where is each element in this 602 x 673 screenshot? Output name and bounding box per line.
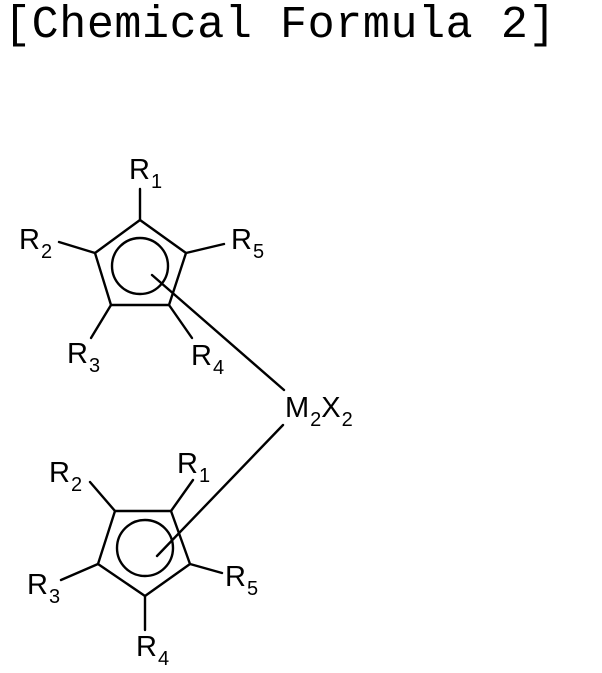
top-r3-symbol: R [67,338,88,370]
top-r5-label: R5 [231,224,264,264]
bottom-r4-subscript: 4 [157,648,170,670]
bottom-r5-symbol: R [225,561,246,593]
top-r3-label: R3 [67,338,100,378]
bottom-bond-r5 [188,562,224,575]
bottom-r2-label: R2 [49,457,82,497]
top-r4-subscript: 4 [212,357,225,379]
bottom-r5-subscript: 5 [246,578,259,600]
bottom-r1-symbol: R [177,448,198,480]
top-ring-pentagon [93,218,188,307]
bottom-ring-metal-bond [155,423,285,558]
metal-symbol: M [285,392,310,424]
top-r5-subscript: 5 [252,241,265,263]
formula-title: [Chemical Formula 2] [4,0,557,51]
bottom-ring-aromatic-circle [115,518,175,578]
top-ring-metal-bond [150,273,286,392]
bottom-r1-label: R1 [177,448,210,488]
bottom-r5-label: R5 [225,561,258,601]
bottom-r4-label: R4 [136,631,169,671]
top-r1-label: R1 [129,154,162,194]
top-ring [57,187,226,340]
bottom-ring [59,478,224,632]
bottom-bond-r2 [88,480,117,513]
ligand-symbol: X [321,392,341,424]
top-r2-symbol: R [19,224,40,256]
bottom-r2-subscript: 2 [70,474,83,496]
top-r1-subscript: 1 [150,171,163,193]
top-r2-subscript: 2 [40,241,53,263]
metal-center-label: M2X2 [285,392,353,432]
bottom-r3-symbol: R [27,569,48,601]
top-bond-r3 [89,303,113,340]
top-ring-aromatic-circle [110,236,170,296]
bottom-r3-label: R3 [27,569,60,609]
top-r3-subscript: 3 [88,355,101,377]
bottom-bond-r3 [59,562,100,582]
top-r2-label: R2 [19,224,52,264]
bottom-r4-symbol: R [136,631,157,663]
bottom-r2-symbol: R [49,457,70,489]
bottom-r3-subscript: 3 [48,586,61,608]
top-bond-r2 [57,240,97,255]
top-bond-r5 [184,242,226,255]
bottom-r1-subscript: 1 [198,465,211,487]
ligand-subscript: 2 [341,409,353,431]
top-bond-r4 [167,303,194,340]
top-r4-label: R4 [191,340,224,380]
top-r4-symbol: R [191,340,212,372]
top-r1-symbol: R [129,154,150,186]
bottom-ring-pentagon [96,509,192,598]
bottom-bond-r1 [169,478,195,513]
top-r5-symbol: R [231,224,252,256]
metal-subscript: 2 [310,409,322,431]
